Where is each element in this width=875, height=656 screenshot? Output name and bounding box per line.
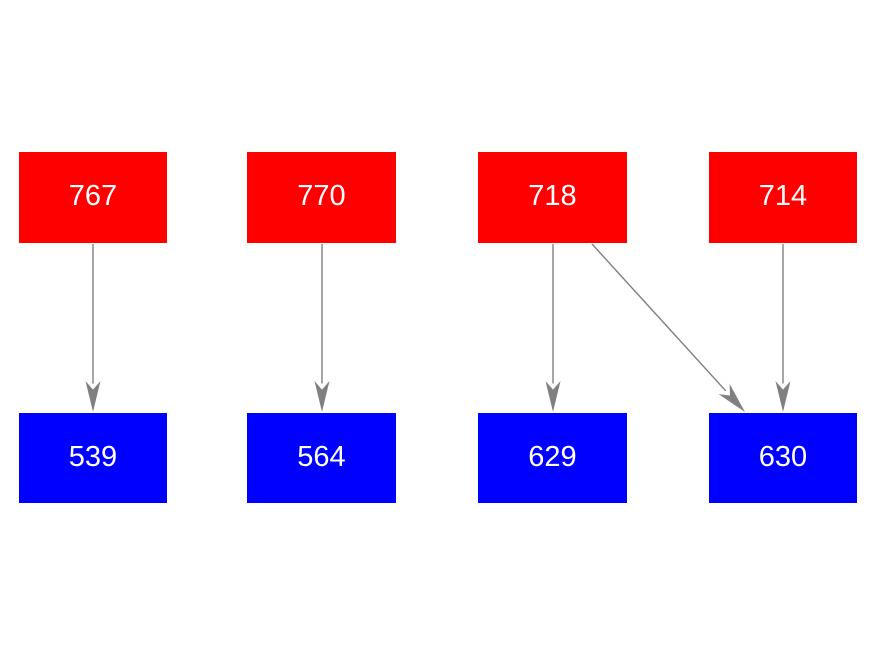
edge-770-to-564 — [314, 244, 330, 412]
edge-767-to-539 — [85, 244, 101, 412]
edge-714-to-630 — [775, 244, 791, 412]
node-767[interactable]: 767 — [19, 152, 167, 243]
node-label: 539 — [68, 440, 118, 473]
node-539[interactable]: 539 — [19, 413, 167, 503]
node-label: 564 — [297, 440, 346, 473]
node-770[interactable]: 770 — [247, 152, 396, 243]
arrowhead-icon — [545, 381, 561, 412]
node-label: 718 — [528, 180, 577, 212]
node-label: 767 — [68, 180, 118, 212]
node-714[interactable]: 714 — [709, 152, 857, 243]
node-label: 630 — [758, 440, 808, 473]
edge-718-to-629 — [545, 244, 561, 412]
arrowhead-icon — [85, 381, 101, 412]
edge-718-to-630 — [591, 243, 745, 412]
node-label: 629 — [528, 440, 577, 473]
node-564[interactable]: 564 — [247, 413, 396, 503]
arrowhead-icon — [314, 381, 330, 412]
edge-line — [591, 243, 727, 392]
node-label: 714 — [758, 180, 808, 212]
node-629[interactable]: 629 — [478, 413, 627, 503]
node-label: 770 — [297, 180, 346, 212]
arrowhead-icon — [775, 381, 791, 412]
arrowhead-icon — [718, 384, 745, 412]
node-630[interactable]: 630 — [709, 413, 857, 503]
node-718[interactable]: 718 — [478, 152, 627, 243]
